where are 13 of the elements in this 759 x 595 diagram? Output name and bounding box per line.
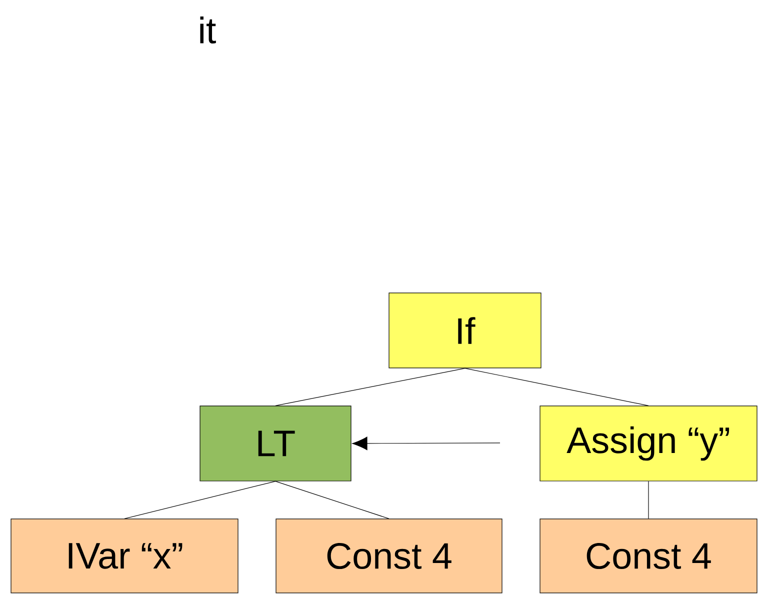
tree-edge — [124, 480, 276, 519]
tree-edge — [648, 480, 649, 519]
leaf-node-box: Const 4 — [276, 518, 502, 594]
tree-edge — [275, 368, 466, 406]
tree-node-box: LT — [200, 406, 352, 482]
tree-edge — [275, 480, 390, 519]
arrow — [352, 436, 500, 450]
label-text: it — [200, 16, 216, 44]
tree-edge — [464, 368, 649, 406]
tree-node-box: Assign “y” — [540, 406, 758, 482]
leaf-node-box: Const 4 — [540, 518, 758, 594]
tree-node-box: If — [388, 292, 542, 368]
leaf-node-box: IVar “x” — [10, 518, 238, 594]
